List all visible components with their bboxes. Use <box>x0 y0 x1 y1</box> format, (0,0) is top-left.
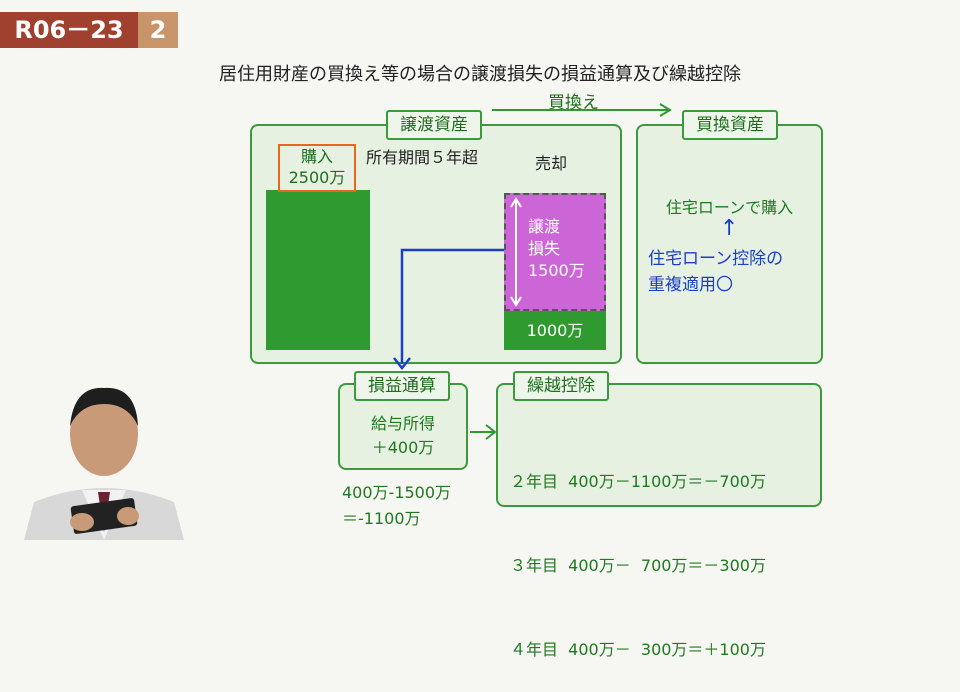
loss-label-line2: 損失 <box>528 239 561 258</box>
mortgage-deduction-text: 住宅ローン控除の 重複適用〇 <box>648 246 783 298</box>
purchase-label-box: 購入 2500万 <box>278 144 356 192</box>
mortgage-deduction-line2: 重複適用〇 <box>648 275 733 295</box>
replacement-arrow-head <box>659 103 672 117</box>
purchase-amount: 2500万 <box>288 168 346 187</box>
replacement-arrow-label: 買換え <box>548 93 599 113</box>
salary-income-label: 給与所得 <box>370 414 435 433</box>
replacement-asset-panel <box>636 124 823 364</box>
loss-arrow-top <box>510 197 522 208</box>
carryforward-row-year2: ２年目 400万－1100万＝－700万 <box>510 472 766 491</box>
carryforward-tag: 繰越控除 <box>513 371 609 401</box>
loss-to-offset-arrow-head <box>393 357 411 371</box>
offset-tag: 損益通算 <box>354 371 450 401</box>
mortgage-deduction-line1: 住宅ローン控除の <box>648 249 784 269</box>
replacement-asset-tag: 買換資産 <box>682 110 778 140</box>
transferred-asset-tag: 譲渡資産 <box>386 110 482 140</box>
offset-to-carry-arrow-head <box>485 424 497 440</box>
sale-label: 売却 <box>535 154 568 173</box>
salary-income-amount: ＋400万 <box>371 438 435 457</box>
loss-arrow-bottom <box>510 296 522 307</box>
purchase-price-bar <box>266 190 370 350</box>
presenter-figure <box>24 382 184 540</box>
transfer-loss-bar <box>504 193 606 311</box>
carryforward-row-year4: ４年目 400万－ 300万＝＋100万 <box>510 640 766 659</box>
carryforward-panel <box>496 383 822 507</box>
offset-calculation-line1: 400万-1500万 <box>342 483 452 502</box>
lesson-number-badge: 2 <box>138 12 178 48</box>
connector-arrows <box>393 103 672 440</box>
purchase-label: 購入 <box>300 147 333 166</box>
loss-label-line1: 譲渡 <box>528 217 561 236</box>
holding-period-label: 所有期間５年超 <box>366 148 479 167</box>
lesson-code-badge: R06－23 <box>0 12 138 48</box>
salary-income-text: 給与所得 ＋400万 <box>338 412 468 460</box>
offset-calculation-line2: ＝-1100万 <box>342 509 421 528</box>
offset-calculation: 400万-1500万 ＝-1100万 <box>342 480 451 532</box>
sale-price-bar: 1000万 <box>504 311 606 350</box>
mortgage-purchase-text: 住宅ローンで購入 <box>665 198 794 217</box>
loss-label: 譲渡 損失 1500万 <box>528 216 585 282</box>
up-arrow-icon: ↑ <box>720 216 739 241</box>
loss-amount: 1500万 <box>528 261 585 280</box>
diagram-title: 居住用財産の買換え等の場合の譲渡損失の損益通算及び繰越控除 <box>219 64 741 85</box>
loss-to-offset-arrow <box>400 248 504 364</box>
carryforward-row-year3: ３年目 400万－ 700万＝－300万 <box>510 556 766 575</box>
